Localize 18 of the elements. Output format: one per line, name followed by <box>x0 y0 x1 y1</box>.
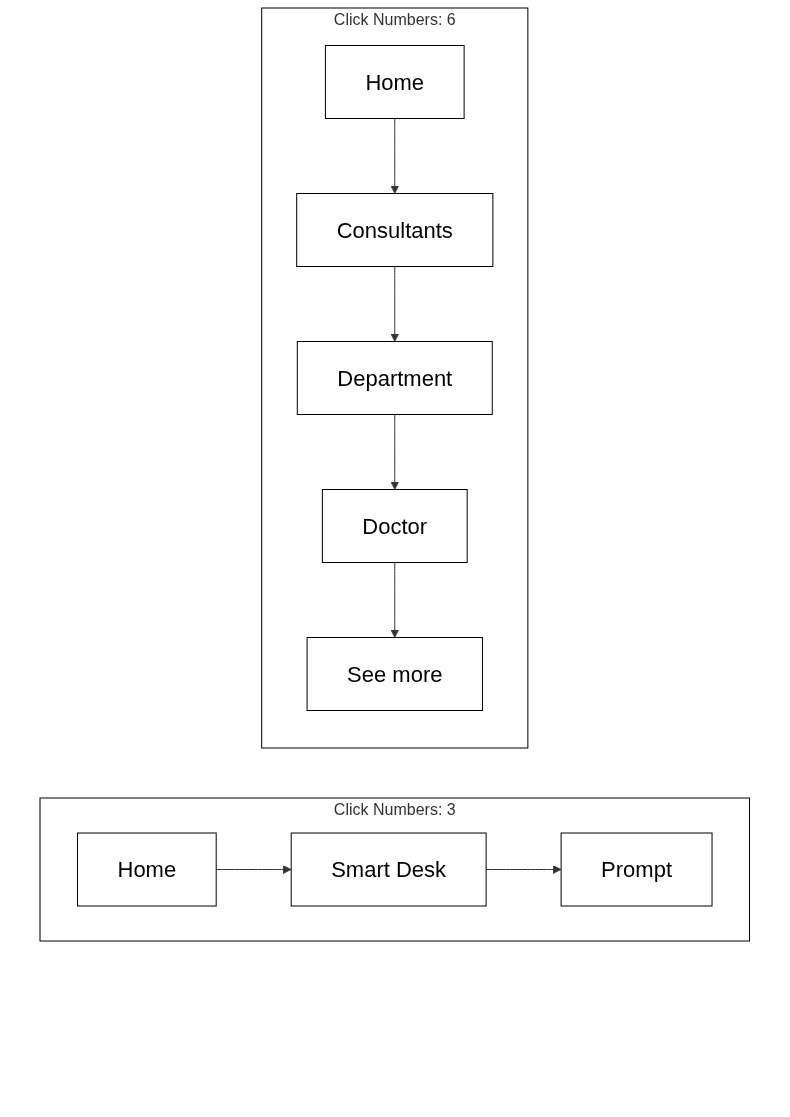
arrow <box>215 865 292 874</box>
node-label: Click Numbers: 6 <box>334 11 456 28</box>
node-box: Smart Desk <box>290 832 487 907</box>
node-box: Doctor <box>322 489 468 563</box>
node-box: Home <box>325 45 465 119</box>
arrow <box>485 865 562 874</box>
node-box: Home <box>77 832 217 907</box>
node-box: Consultants <box>296 193 494 267</box>
node-box: See more <box>306 637 484 711</box>
node-box: Prompt <box>560 832 713 907</box>
arrow <box>390 266 400 342</box>
cluster <box>261 7 529 749</box>
arrow <box>390 562 400 638</box>
cluster <box>39 797 751 942</box>
node-label: Click Numbers: 3 <box>334 801 456 818</box>
arrow <box>390 414 400 490</box>
node-box: Department <box>297 341 493 415</box>
arrow <box>390 118 400 194</box>
